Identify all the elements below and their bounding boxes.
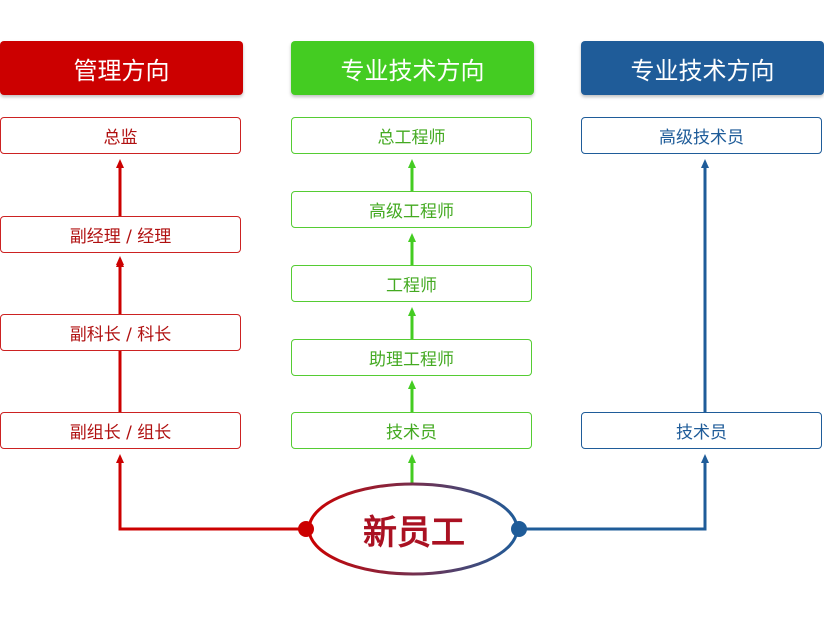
header-management: 管理方向 [0,41,243,95]
step-assistant-engineer: 助理工程师 [291,339,532,376]
step-section-chief: 副科长 / 科长 [0,314,241,351]
arrow-red-root [116,454,306,531]
step-engineer: 工程师 [291,265,532,302]
arrow-blue-root [519,454,709,531]
step-director: 总监 [0,117,241,154]
step-manager: 副经理 / 经理 [0,216,241,253]
step-technician-green: 技术员 [291,412,532,449]
new-employee-label: 新员工 [363,512,465,553]
header-technical-engineering: 专业技术方向 [291,41,534,95]
step-team-leader: 副组长 / 组长 [0,412,241,449]
step-technician-blue: 技术员 [581,412,822,449]
step-chief-engineer: 总工程师 [291,117,532,154]
step-senior-technician: 高级技术员 [581,117,822,154]
step-senior-engineer: 高级工程师 [291,191,532,228]
header-technical-technician: 专业技术方向 [581,41,824,95]
